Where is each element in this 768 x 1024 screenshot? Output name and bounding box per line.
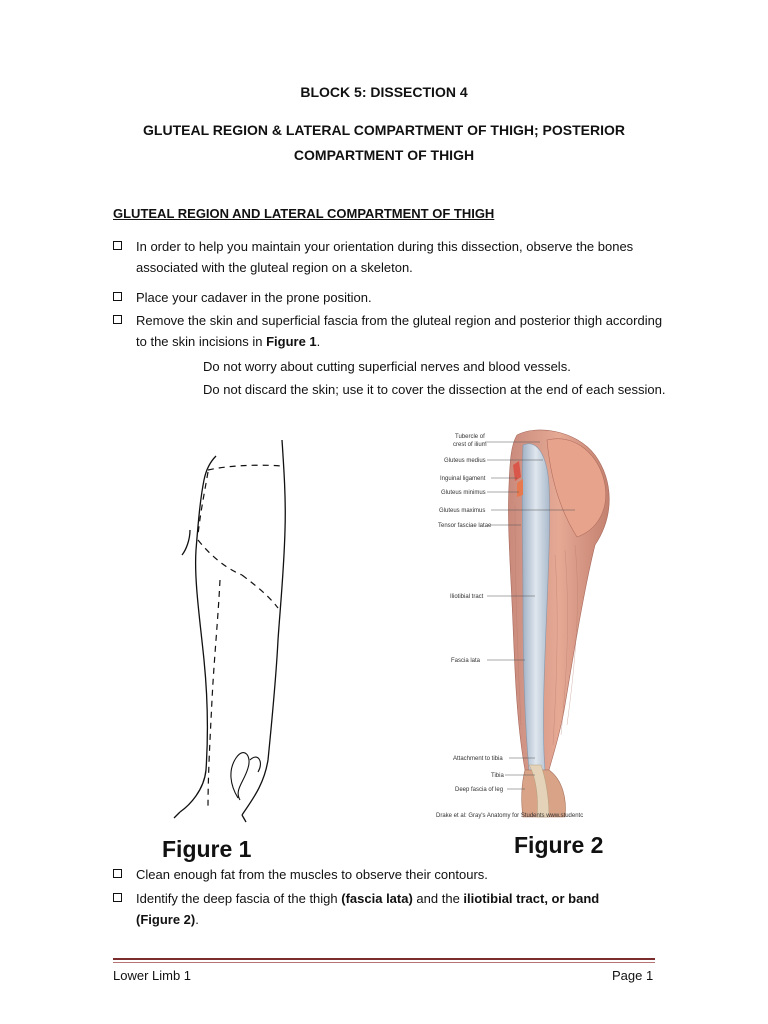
figure2-illustration: Tubercle of crest of ilium Gluteus mediu… bbox=[438, 429, 610, 818]
main-title-line2: COMPARTMENT OF THIGH bbox=[293, 147, 475, 163]
footer-rule-thin bbox=[113, 962, 655, 963]
label-fascia-lata: Fascia lata bbox=[451, 658, 481, 664]
label-gluteus-maximus: Gluteus maximus bbox=[439, 508, 485, 514]
figure2-credit: Drake et al: Gray's Anatomy for Students… bbox=[436, 813, 584, 819]
item-text: Place your cadaver in the prone position… bbox=[136, 290, 372, 305]
inguinal-mark bbox=[517, 479, 523, 497]
label-tubercle-1: Tubercle of bbox=[455, 434, 485, 440]
label-attachment-to-tibia: Attachment to tibia bbox=[453, 756, 503, 762]
tibia bbox=[528, 764, 550, 818]
item-text: Clean enough fat from the muscles to obs… bbox=[136, 867, 488, 882]
figure2-caption: Figure 2 bbox=[514, 832, 604, 858]
label-inguinal-ligament: Inguinal ligament bbox=[440, 476, 486, 482]
checklist-item-orientation: In order to help you maintain your orien… bbox=[113, 236, 673, 278]
iliotibial-term: iliotibial tract, or band bbox=[463, 891, 600, 906]
item-text-mid: and the bbox=[412, 891, 464, 906]
checklist-item-prone: Place your cadaver in the prone position… bbox=[113, 287, 673, 308]
figure1-caption: Figure 1 bbox=[162, 836, 252, 862]
label-tensor-fasciae-latae: Tensor fasciae latae bbox=[438, 523, 492, 529]
checklist-item-remove-skin: Remove the skin and superficial fascia f… bbox=[113, 310, 673, 352]
checkbox[interactable] bbox=[113, 241, 122, 250]
label-tibia: Tibia bbox=[491, 773, 504, 779]
item-text: Remove the skin and superficial fascia f… bbox=[136, 310, 673, 352]
item-text: Identify the deep fascia of the thigh (f… bbox=[136, 888, 673, 930]
checkbox[interactable] bbox=[113, 315, 122, 324]
section-heading: GLUTEAL REGION AND LATERAL COMPARTMENT O… bbox=[113, 206, 495, 221]
label-deep-fascia-of-leg: Deep fascia of leg bbox=[455, 787, 503, 793]
figure2-ref: (Figure 2) bbox=[136, 912, 196, 927]
iliotibial-band bbox=[521, 443, 550, 771]
main-title-line1: GLUTEAL REGION & LATERAL COMPARTMENT OF … bbox=[143, 122, 625, 138]
label-iliotibial-tract: Iliotibial tract bbox=[450, 594, 484, 600]
label-tubercle-2: crest of ilium bbox=[453, 442, 487, 448]
gluteus-maximus bbox=[546, 438, 607, 538]
fascia-lata-term: (fascia lata) bbox=[341, 891, 413, 906]
page-number: Page 1 bbox=[612, 968, 654, 983]
figure1-drawing bbox=[173, 440, 286, 823]
note-nerves: Do not worry about cutting superficial n… bbox=[203, 359, 571, 374]
label-gluteus-medius: Gluteus medius bbox=[444, 458, 486, 464]
block-title: BLOCK 5: DISSECTION 4 bbox=[300, 84, 468, 100]
checklist-item-clean-fat: Clean enough fat from the muscles to obs… bbox=[113, 864, 673, 885]
label-gluteus-minimus: Gluteus minimus bbox=[441, 490, 486, 496]
checkbox[interactable] bbox=[113, 869, 122, 878]
item-text: In order to help you maintain your orien… bbox=[136, 239, 634, 275]
figure1-ref: Figure 1 bbox=[266, 334, 317, 349]
item-text-pre: Remove the skin and superficial fascia f… bbox=[136, 313, 663, 349]
item-text-pre: Identify the deep fascia of the thigh bbox=[136, 891, 342, 906]
footer-rule bbox=[113, 958, 655, 960]
checkbox[interactable] bbox=[113, 893, 122, 902]
item-text-post: . bbox=[195, 912, 199, 927]
checkbox[interactable] bbox=[113, 292, 122, 301]
note-skin: Do not discard the skin; use it to cover… bbox=[203, 382, 666, 397]
footer-left: Lower Limb 1 bbox=[113, 968, 192, 983]
checklist-item-identify-fascia: Identify the deep fascia of the thigh (f… bbox=[113, 888, 673, 930]
tensor-fascia bbox=[513, 461, 521, 481]
item-text-post: . bbox=[316, 334, 321, 349]
